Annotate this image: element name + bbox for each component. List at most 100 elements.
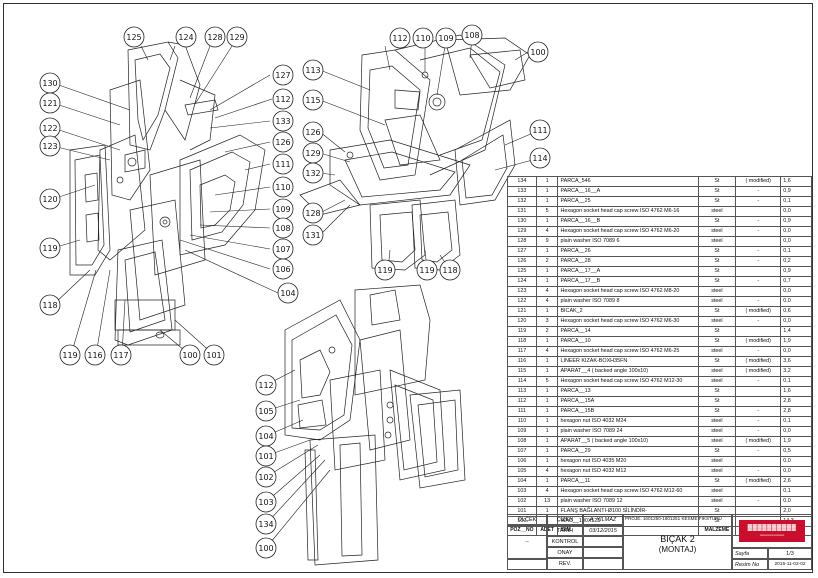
bom-cell-qty: 3 bbox=[535, 316, 559, 327]
bom-cell-description: - bbox=[735, 196, 782, 207]
bom-cell-weight: 0,1 bbox=[780, 196, 812, 207]
bom-cell-part-name: PARCA__10 bbox=[557, 336, 699, 347]
bom-cell-pos-no: 130 bbox=[507, 216, 537, 227]
bom-cell-weight: 3,2 bbox=[780, 366, 812, 377]
callout-108b: 108 bbox=[464, 31, 479, 40]
bom-cell-description: ( modified) bbox=[735, 336, 782, 347]
callout-labels: 125 124 128 129 127 112 133 126 111 110 … bbox=[42, 31, 547, 553]
bom-cell-description bbox=[735, 386, 782, 397]
bom-cell-weight: 0,1 bbox=[780, 486, 812, 497]
bom-cell-description: - bbox=[735, 316, 782, 327]
bom-cell-part-name: PARCA_546 bbox=[557, 176, 699, 187]
callout-129: 129 bbox=[229, 33, 244, 42]
drawing-subtitle: (MONTAJ) bbox=[658, 545, 697, 554]
bom-cell-pos-no: 125 bbox=[507, 266, 537, 277]
bom-cell-material: St bbox=[697, 306, 737, 317]
bom-cell-description bbox=[735, 486, 782, 497]
bom-cell-pos-no: 108 bbox=[507, 436, 537, 447]
bom-cell-description: ( modified) bbox=[735, 476, 782, 487]
logo-area bbox=[732, 514, 812, 548]
bom-cell-weight: 0,7 bbox=[780, 276, 812, 287]
bom-cell-part-name: PARCA__15B bbox=[557, 406, 699, 417]
title-block: ÖLÇEK -- ÇİZEN TARİH KONTROL ONAY REV. A… bbox=[507, 514, 812, 570]
bom-cell-description: ( modified) bbox=[735, 366, 782, 377]
callout-106: 106 bbox=[275, 265, 290, 274]
bom-cell-description: - bbox=[735, 256, 782, 267]
bom-cell-material: St bbox=[697, 276, 737, 287]
bom-cell-qty: 1 bbox=[535, 336, 559, 347]
bom-cell-weight: 1,6 bbox=[780, 386, 812, 397]
bom-cell-pos-no: 105 bbox=[507, 466, 537, 477]
rev-value bbox=[583, 558, 623, 570]
bom-cell-pos-no: 132 bbox=[507, 196, 537, 207]
bom-cell-description: ( modified) bbox=[735, 436, 782, 447]
bom-cell-part-name: PARCA__14 bbox=[557, 326, 699, 337]
bom-cell-pos-no: 120 bbox=[507, 316, 537, 327]
bom-cell-pos-no: 122 bbox=[507, 296, 537, 307]
callout-121: 121 bbox=[42, 99, 57, 108]
bom-cell-material: St bbox=[697, 216, 737, 227]
bom-cell-material: steel bbox=[697, 226, 737, 237]
bom-cell-material: steel bbox=[697, 496, 737, 507]
bom-cell-part-name: Hexagon socket head cap screw ISO 4762 M… bbox=[557, 316, 699, 327]
bom-cell-weight: 3,6 bbox=[780, 356, 812, 367]
callout-122: 122 bbox=[42, 124, 57, 133]
bom-cell-weight: 0,0 bbox=[780, 346, 812, 357]
bom-cell-weight: 0,0 bbox=[780, 226, 812, 237]
callout-119b: 119 bbox=[62, 351, 77, 360]
callout-123: 123 bbox=[42, 142, 57, 151]
company-logo: ▓▓▓▓▓▓▓▓▓▓ ▪▪▪▪▪▪▪▪▪▪▪▪▪▪▪▪▪▪▪▪▪▪▪ bbox=[739, 520, 805, 542]
bom-cell-weight: 2,8 bbox=[780, 396, 812, 407]
bom-cell-part-name: Hexagon socket head cap screw ISO 4762 M… bbox=[557, 286, 699, 297]
callout-100c: 100 bbox=[258, 544, 273, 553]
bom-cell-weight: 0,0 bbox=[780, 426, 812, 437]
bom-cell-weight: 0,5 bbox=[780, 446, 812, 457]
bom-cell-pos-no: 117 bbox=[507, 346, 537, 357]
title-area bbox=[623, 514, 732, 570]
bom-cell-qty: 4 bbox=[535, 346, 559, 357]
bom-cell-part-name: hexagon nut ISO 4032 M24 bbox=[557, 416, 699, 427]
bom-cell-weight: 1,4 bbox=[780, 326, 812, 337]
callout-100: 100 bbox=[182, 351, 197, 360]
bom-cell-part-name: PARCA__16__A bbox=[557, 186, 699, 197]
bom-cell-qty: 2 bbox=[535, 256, 559, 267]
bom-cell-material: steel bbox=[697, 366, 737, 377]
callout-124: 124 bbox=[178, 33, 193, 42]
bom-cell-material: St bbox=[697, 476, 737, 487]
bom-cell-description bbox=[735, 206, 782, 217]
blank-cell bbox=[507, 559, 547, 570]
bom-cell-qty: 1 bbox=[535, 416, 559, 427]
bom-cell-material: St bbox=[697, 406, 737, 417]
bom-cell-qty: 5 bbox=[535, 376, 559, 387]
callout-104: 104 bbox=[280, 289, 295, 298]
bom-cell-qty: 1 bbox=[535, 446, 559, 457]
bom-cell-material: steel bbox=[697, 236, 737, 247]
bom-cell-description: ( modified) bbox=[735, 356, 782, 367]
callout-114: 114 bbox=[532, 154, 547, 163]
bom-cell-description: - bbox=[735, 426, 782, 437]
onay-label: ONAY bbox=[547, 547, 583, 558]
bom-cell-part-name: PARCA__15A bbox=[557, 396, 699, 407]
bom-cell-description: ( modified) bbox=[735, 176, 782, 187]
resim-no-label: Resim No bbox=[732, 559, 768, 570]
bom-cell-weight: 0,0 bbox=[780, 496, 812, 507]
bom-cell-part-name: PARCA__28 bbox=[557, 256, 699, 267]
bom-cell-qty: 1 bbox=[535, 456, 559, 467]
bom-cell-pos-no: 121 bbox=[507, 306, 537, 317]
bom-cell-part-name: Hexagon socket head cap screw ISO 4762 M… bbox=[557, 346, 699, 357]
bom-cell-material: St bbox=[697, 326, 737, 337]
callout-111b: 111 bbox=[532, 126, 547, 135]
